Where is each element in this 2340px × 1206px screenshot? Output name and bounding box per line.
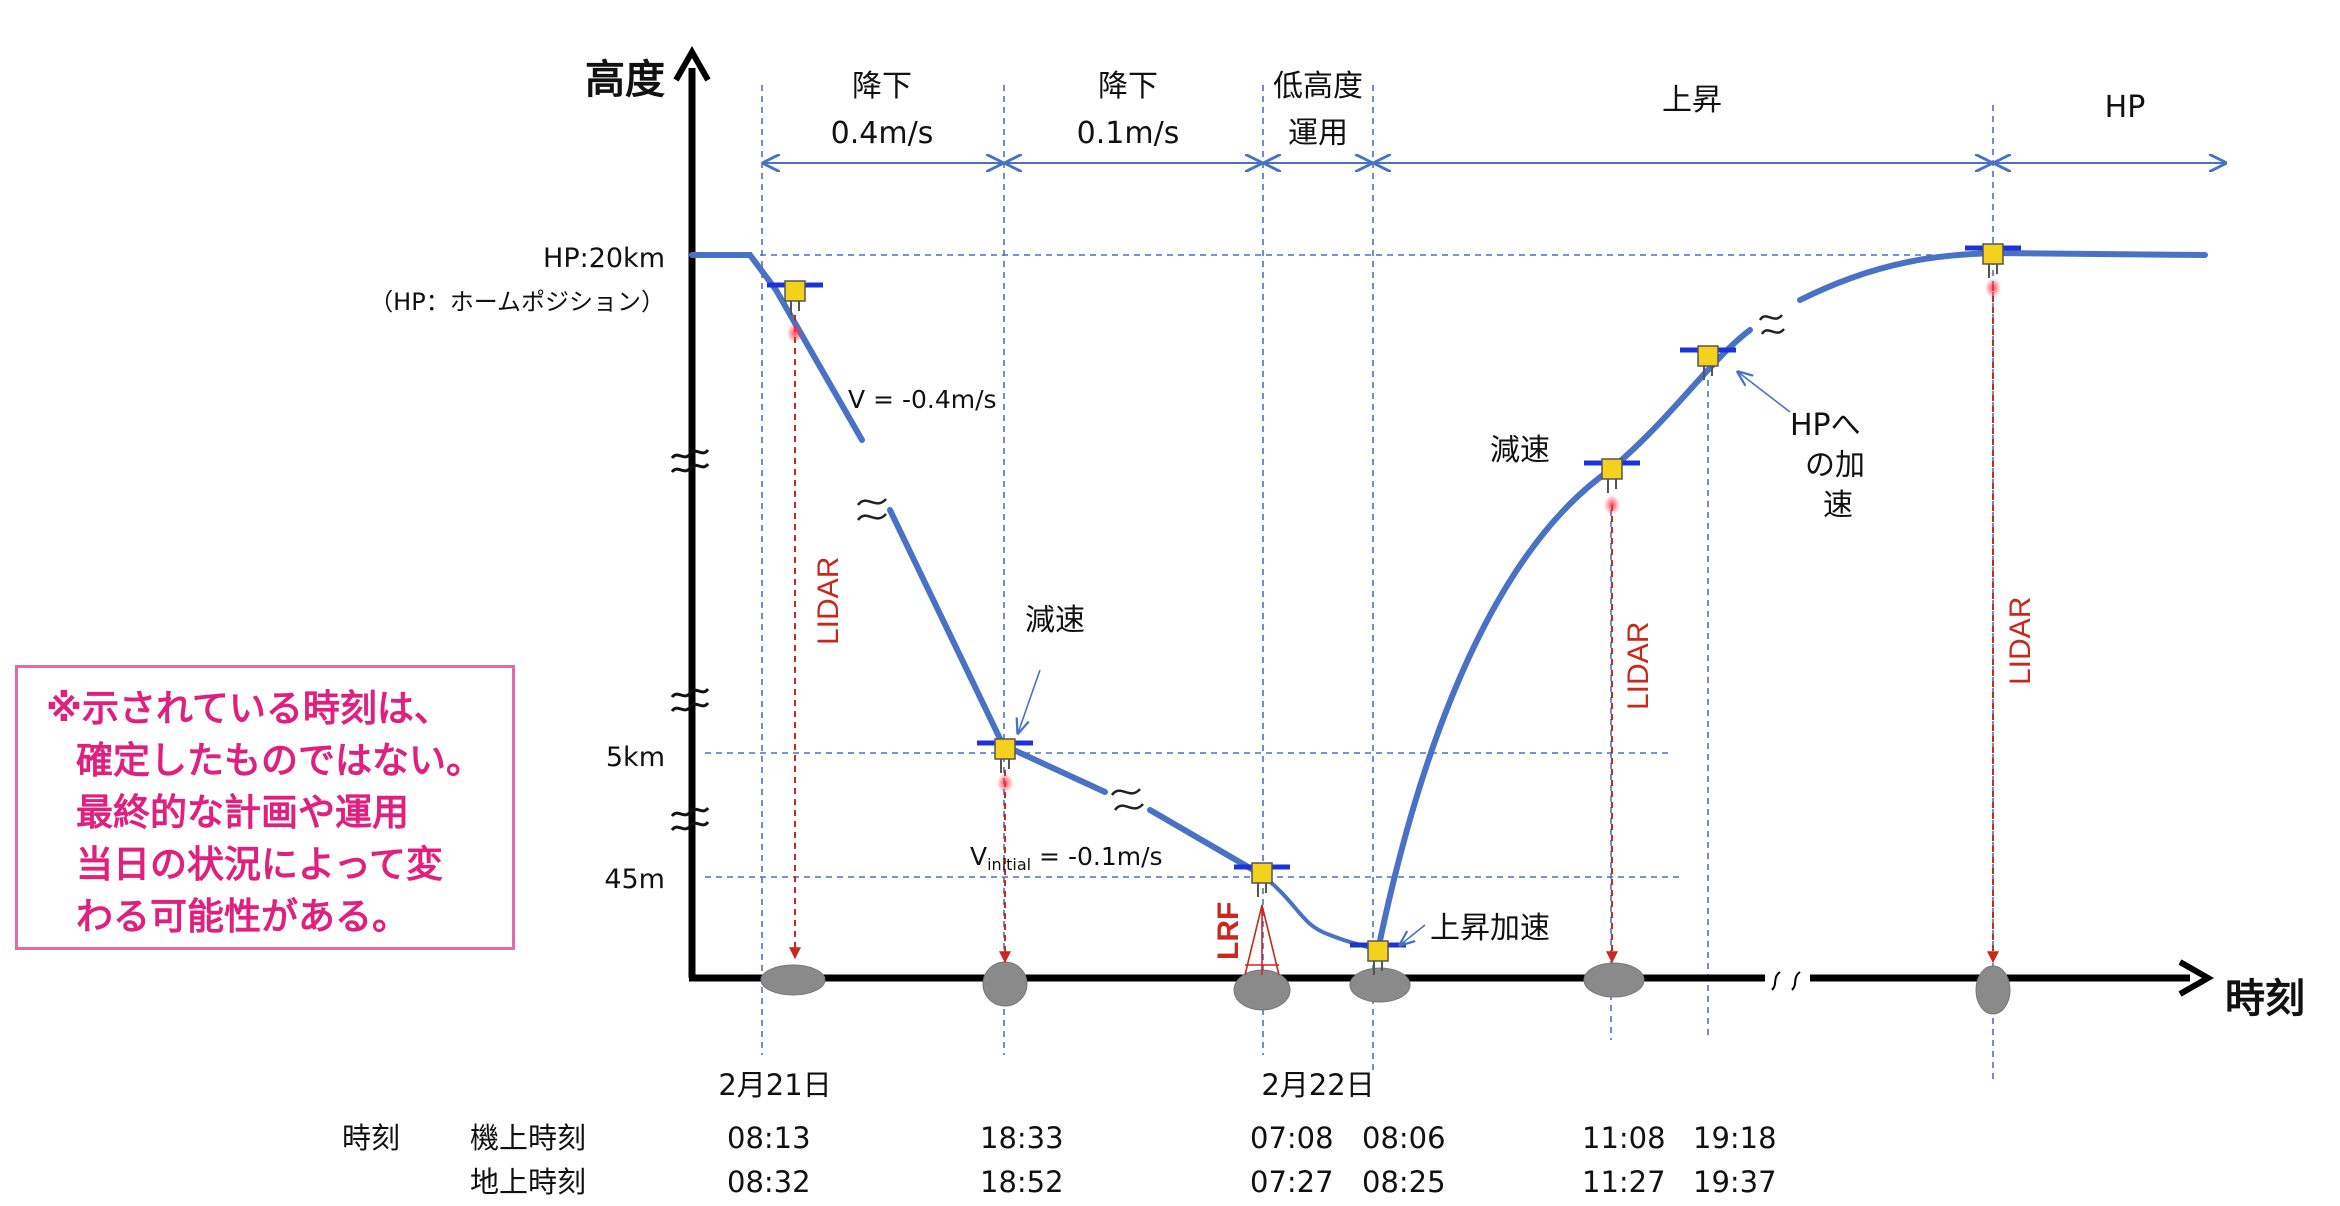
onboard-times: 08:13 18:33 07:08 08:06 11:08 19:18 [727,1121,1777,1155]
trajectory-break-marks [856,314,1785,811]
spacecraft-markers [767,244,2021,975]
spacecraft-0813 [767,281,823,343]
hp-accel-label-1: HPへ [1790,408,1861,443]
note-line-1: ※示されている時刻は、 [46,687,451,730]
x-axis-break-mark [1771,971,1801,991]
x-axis-label: 時刻 [2225,976,2305,1022]
ground-time: 11:27 [1582,1165,1666,1199]
lrf-beams [1244,904,1280,976]
pointer-decel-1 [1018,669,1041,733]
phase-low-alt-label-2: 運用 [1288,116,1348,151]
hp-accel-label-2: の加 [1805,448,1865,483]
annotation-pointers [1018,372,1791,945]
break-mark [1758,314,1785,335]
descent-04b [887,507,1006,748]
altitude-guides [705,254,2195,878]
ground-time-label: 地上時刻 [470,1165,586,1199]
x-axis-break-gap [1765,968,1810,988]
asteroid-blob [1349,967,1411,1003]
descent-01 [1000,742,1108,795]
date-2: 2月22日 [1261,1068,1374,1102]
y-axis-break-marks [670,448,710,832]
lidar-beams [789,285,1999,964]
ground-time: 18:52 [980,1165,1064,1199]
ground-time: 08:32 [727,1165,811,1199]
y-axis-label: 高度 [585,57,665,103]
onboard-time: 19:18 [1693,1121,1777,1155]
lidar-label-3: LIDAR [2004,597,2037,685]
asteroid-blob [760,964,826,996]
spacecraft-1833 [977,739,1033,793]
lrf-label: LRF [1212,902,1245,960]
asteroid-blob [1975,965,2011,1015]
velocity-descent-label: V = -0.4m/s [848,385,997,414]
phase-descent-slow-label-1: 降下 [1098,69,1158,104]
ascent-accel-label: 上昇加速 [1430,911,1550,946]
y-axis-arrowhead [673,45,711,82]
asteroid-blob [1583,962,1645,998]
ground-time: 07:27 [1250,1165,1334,1199]
surface-features [760,961,2011,1015]
altitude-45m-label: 45m [604,864,665,895]
altitude-5km-label: 5km [606,742,665,773]
date-1: 2月21日 [718,1068,831,1102]
onboard-time: 18:33 [980,1121,1064,1155]
spacecraft-1918 [1680,346,1736,380]
spacecraft-hp [1965,244,2021,298]
ascent-curve [1375,327,1753,953]
ground-time: 08:25 [1362,1165,1446,1199]
hp-accel-label-3: 速 [1823,488,1853,523]
onboard-time: 08:06 [1362,1121,1446,1155]
ascent-curve-b [1797,250,1996,303]
disclaimer-note: ※示されている時刻は、 確定したものではない。 最終的な計画や運用 当日の状況に… [15,665,515,950]
break-mark [1110,788,1144,811]
ground-times: 08:32 18:52 07:27 08:25 11:27 19:37 [727,1165,1777,1199]
note-line-5: わる可能性がある。 [76,895,409,938]
altitude-hp-note: （HP：ホームポジション） [369,288,665,316]
descent-04 [773,287,865,443]
note-line-4: 当日の状況によって変 [76,843,444,886]
velocity-initial-label: Vinitial = -0.1m/s [970,842,1163,874]
axes [673,45,2215,997]
descent-01b [1147,807,1265,878]
onboard-time: 11:08 [1582,1121,1666,1155]
time-row-header: 時刻 [342,1121,400,1155]
hp-hold-end [1990,250,2208,258]
phase-descent-fast-label-2: 0.4m/s [831,116,934,151]
onboard-time-label: 機上時刻 [470,1121,586,1155]
break-mark [856,498,887,521]
phase-low-alt-label-1: 低高度 [1273,69,1363,104]
note-line-3: 最終的な計画や運用 [76,791,409,834]
onboard-time: 08:13 [727,1121,811,1155]
pointer-ascent-accel [1400,924,1426,945]
trajectory [689,250,2208,953]
decel-label-1: 減速 [1025,603,1085,638]
phase-guides [761,85,1994,1080]
spacecraft-1108 [1584,459,1640,515]
asteroid-blob [1233,969,1291,1011]
phase-ascent-label: 上昇 [1662,83,1722,118]
phase-hp-label: HP [2105,90,2146,125]
decel-label-2: 減速 [1490,433,1550,468]
phase-descent-fast-label-1: 降下 [852,69,912,104]
x-axis-arrowhead [2178,959,2215,997]
asteroid-blob [982,961,1028,1007]
lidar-label-2: LIDAR [1622,622,1655,710]
altitude-hp-label: HP:20km [543,243,665,274]
hp-hold-start [689,252,779,293]
note-line-2: 確定したものではない。 [76,739,483,782]
low-alt-op [1260,873,1377,952]
ground-time: 19:37 [1693,1165,1777,1199]
phase-descent-slow-label-2: 0.1m/s [1077,116,1180,151]
pointer-hp-accel [1738,372,1791,413]
onboard-time: 07:08 [1250,1121,1334,1155]
lidar-label-1: LIDAR [812,557,845,645]
